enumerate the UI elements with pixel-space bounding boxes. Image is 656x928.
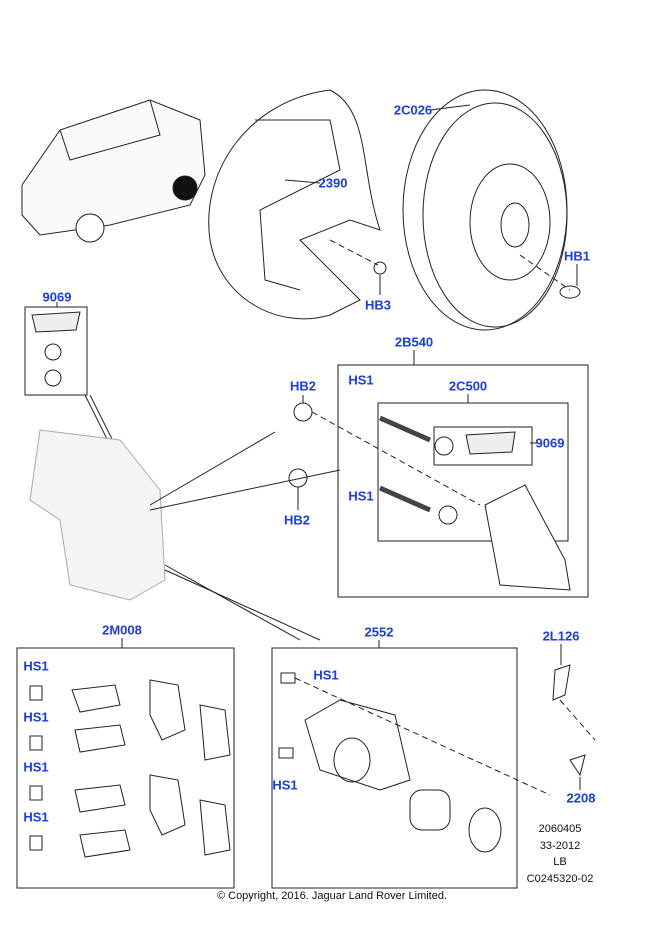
kit-box-9069-left xyxy=(24,306,88,396)
brake-disc xyxy=(402,89,568,331)
callout-hs1-carrier-bottom: HS1 xyxy=(348,488,374,504)
callout-hb2-top: HB2 xyxy=(289,378,317,394)
callout-9069-left: 9069 xyxy=(42,289,72,305)
pad-kit-box xyxy=(16,647,235,889)
piston-seal xyxy=(468,807,502,853)
callout-hs1-caliper-bottom: HS1 xyxy=(272,777,298,793)
piston xyxy=(409,789,451,831)
caliper-body xyxy=(304,699,411,791)
copyright: © Copyright, 2016. Jaguar Land Rover Lim… xyxy=(216,890,448,902)
caliper-box xyxy=(271,647,518,889)
callout-hs1-pad-3: HS1 xyxy=(23,759,49,775)
callout-hb2-bottom: HB2 xyxy=(283,512,311,528)
splash-shield xyxy=(208,89,381,320)
callout-2c500: 2C500 xyxy=(448,378,488,394)
reference-date: 33-2012 xyxy=(539,840,581,852)
reference-code: C0245320-02 xyxy=(526,873,594,885)
callout-hb1: HB1 xyxy=(563,248,591,264)
callout-hs1-carrier-top: HS1 xyxy=(348,372,374,388)
reference-number: 2060405 xyxy=(538,823,582,835)
callout-2390: 2390 xyxy=(318,175,348,191)
carrier-box xyxy=(337,364,589,598)
callout-9069-right: 9069 xyxy=(535,435,565,451)
callout-hs1-pad-1: HS1 xyxy=(23,658,49,674)
callout-hs1-pad-4: HS1 xyxy=(23,809,49,825)
callout-2m008: 2M008 xyxy=(102,622,142,638)
vehicle-illustration xyxy=(21,99,206,243)
caliper-carrier xyxy=(484,484,571,591)
callout-hs1-caliper-top: HS1 xyxy=(313,667,339,683)
hb1-bolt xyxy=(559,285,581,299)
callout-2c026: 2C026 xyxy=(393,102,433,118)
caliper-assembly xyxy=(29,429,166,601)
reference-side: LB xyxy=(553,856,567,868)
bleed-screw xyxy=(569,754,586,777)
callout-hb3: HB3 xyxy=(364,297,392,313)
callout-hs1-pad-2: HS1 xyxy=(23,709,49,725)
callout-2552: 2552 xyxy=(364,624,394,640)
sensor-lead xyxy=(552,664,571,701)
guide-kit-box xyxy=(377,402,569,542)
hb3-bolt xyxy=(373,261,387,275)
callout-2b540: 2B540 xyxy=(394,334,434,350)
callout-2208: 2208 xyxy=(566,790,596,806)
callout-2l126: 2L126 xyxy=(542,628,580,644)
